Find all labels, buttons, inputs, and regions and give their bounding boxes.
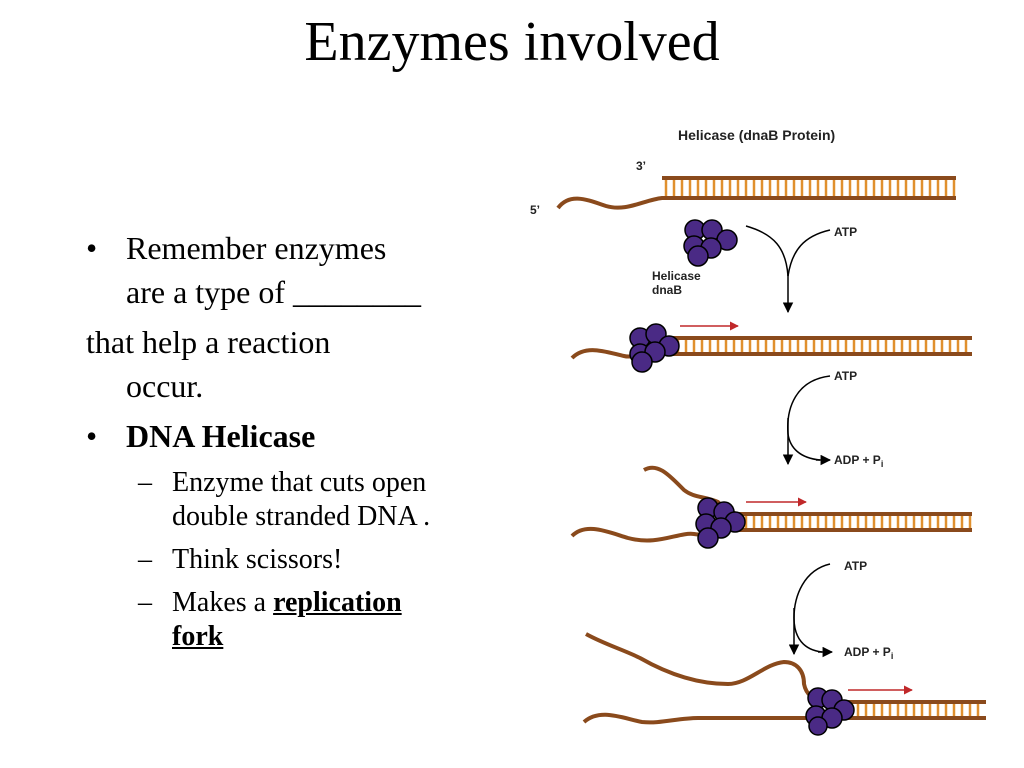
atp-label: ATP — [834, 369, 857, 383]
bullet-text-line: Remember enzymes — [126, 230, 387, 266]
dna-duplex-stage-4 — [582, 632, 986, 736]
sub-bullet-marker: – — [138, 587, 152, 618]
key-term: fork — [172, 621, 224, 652]
adp-label: ADP + Pi — [834, 453, 883, 469]
dna-strand-bottom — [570, 526, 972, 543]
dna-duplex-stage-2 — [570, 321, 972, 373]
sub-bullet-marker: – — [138, 544, 152, 575]
helicase-label: dnaB — [652, 283, 682, 297]
adp-label: ADP + Pi — [844, 645, 893, 661]
sub-text-line: Makes a replication — [172, 586, 506, 620]
helicase-label: Helicase — [652, 269, 701, 283]
key-term: replication — [273, 587, 402, 618]
slide-title: Enzymes involved — [304, 11, 720, 73]
dna-duplex-stage-1 — [556, 176, 956, 210]
bullet-marker: • — [86, 418, 98, 454]
bullet-item-remember-enzymes: • Remember enzymes are a type of _______… — [86, 226, 506, 314]
sub-text-line: double stranded DNA . — [172, 501, 431, 532]
sub-text-line: Think scissors! — [172, 544, 343, 575]
sub-item-think-scissors: – Think scissors! — [86, 543, 506, 577]
sub-text-prefix: Makes a — [172, 587, 274, 618]
helicase-bound — [629, 323, 680, 373]
sub-bullet-marker: – — [138, 467, 152, 498]
dna-strand-bottom — [556, 196, 956, 210]
base-pairs — [664, 180, 956, 196]
bullet-text-line: occur. — [126, 368, 204, 404]
atp-label: ATP — [844, 559, 867, 573]
atp-hydrolysis-arrow — [788, 563, 834, 658]
helicase-bound — [695, 497, 746, 549]
bullet-heading: DNA Helicase — [126, 418, 316, 454]
atp-label: ATP — [834, 225, 857, 239]
bullet-continuation: that help a reaction occur. — [86, 320, 506, 408]
dna-strand-bottom — [582, 712, 852, 725]
dna-strand-top — [643, 465, 972, 516]
diagram-title: Helicase (dnaB Protein) — [678, 127, 835, 143]
sub-text-line: Enzyme that cuts open — [172, 467, 427, 498]
base-pairs — [856, 704, 980, 716]
dna-strand-top — [585, 632, 986, 704]
atp-binding-arrow — [745, 225, 831, 314]
adp-text: ADP + P — [834, 453, 881, 467]
helicase-free — [683, 219, 738, 267]
atp-hydrolysis-arrow — [782, 375, 832, 466]
helicase-bound — [805, 687, 855, 736]
bullet-item-dna-helicase: • DNA Helicase — [86, 414, 506, 458]
bullet-text-line: are a type of ________ — [126, 274, 422, 310]
sub-item-replication-fork: – Makes a replication fork — [86, 586, 506, 654]
base-pairs — [676, 340, 968, 352]
bullet-text-line: that help a reaction — [86, 324, 331, 360]
dna-duplex-stage-3 — [570, 465, 972, 549]
helicase-diagram: Helicase (dnaB Protein) 3’ 5’ Helicase d… — [530, 127, 986, 736]
label-5-prime: 5’ — [530, 203, 540, 217]
adp-subscript: i — [891, 651, 894, 661]
label-3-prime: 3’ — [636, 159, 646, 173]
base-pairs — [744, 516, 972, 528]
bullet-list: • Remember enzymes are a type of _______… — [86, 226, 506, 663]
sub-item-enzyme-definition: – Enzyme that cuts open double stranded … — [86, 466, 506, 534]
adp-text: ADP + P — [844, 645, 891, 659]
adp-subscript: i — [881, 459, 884, 469]
bullet-marker: • — [86, 230, 98, 266]
